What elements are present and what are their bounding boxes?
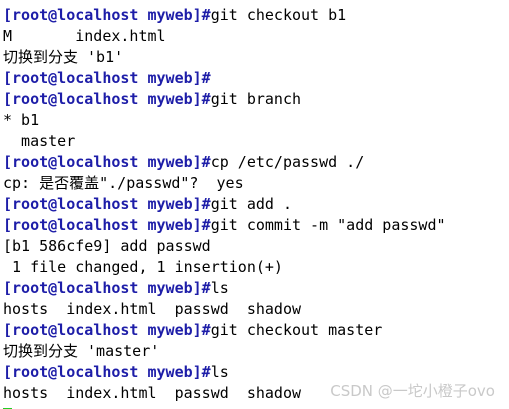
prompt-line: [root@localhost myweb]#ls <box>3 362 509 383</box>
output-line: cp: 是否覆盖"./passwd"? yes <box>3 174 244 192</box>
output-line: [b1 586cfe9] add passwd <box>3 237 211 255</box>
command-text: git checkout b1 <box>210 6 347 24</box>
shell-prompt: [root@localhost myweb]# <box>3 90 211 108</box>
output-line: 1 file changed, 1 insertion(+) <box>3 258 283 276</box>
output-line: M index.html <box>3 27 166 45</box>
output-line: master <box>3 132 76 150</box>
shell-prompt: [root@localhost myweb]# <box>3 6 211 24</box>
command-text: git checkout master <box>210 321 383 339</box>
prompt-line: [root@localhost myweb]#git add . <box>3 194 509 215</box>
output-line: * b1 <box>3 111 40 129</box>
shell-prompt: [root@localhost myweb]# <box>3 153 211 171</box>
output-line: hosts index.html passwd shadow <box>3 300 302 318</box>
input-line[interactable] <box>3 404 509 409</box>
prompt-line: [root@localhost myweb]#git checkout mast… <box>3 320 509 341</box>
command-text: ls <box>210 279 229 297</box>
prompt-line: [root@localhost myweb]#cp /etc/passwd ./ <box>3 152 509 173</box>
shell-prompt: [root@localhost myweb]# <box>3 279 211 297</box>
prompt-line: [root@localhost myweb]#git commit -m "ad… <box>3 215 509 236</box>
prompt-line: [root@localhost myweb]#git checkout b1 <box>3 5 509 26</box>
shell-prompt: [root@localhost myweb]# <box>3 69 211 87</box>
command-text: cp /etc/passwd ./ <box>210 153 365 171</box>
prompt-line: [root@localhost myweb]#git branch <box>3 89 509 110</box>
watermark: CSDN @一坨小橙子ovo <box>330 382 495 400</box>
prompt-line: [root@localhost myweb]#ls <box>3 278 509 299</box>
command-text: git add . <box>210 195 292 213</box>
output-text: hosts index.html passwd shadow <box>3 384 302 402</box>
output-line-with-cursor: hosts index.html passwd shadow <box>3 383 509 404</box>
output-line: 切换到分支 'b1' <box>3 48 124 66</box>
shell-prompt: [root@localhost myweb]# <box>3 321 211 339</box>
shell-prompt: [root@localhost myweb]# <box>3 195 211 213</box>
command-text: git branch <box>210 90 302 108</box>
output-line: 切换到分支 'master' <box>3 342 160 360</box>
command-text: git commit -m "add passwd" <box>210 216 446 234</box>
command-text: ls <box>210 363 229 381</box>
shell-prompt: [root@localhost myweb]# <box>3 363 211 381</box>
prompt-line: [root@localhost myweb]# <box>3 68 509 89</box>
shell-prompt: [root@localhost myweb]# <box>3 216 211 234</box>
